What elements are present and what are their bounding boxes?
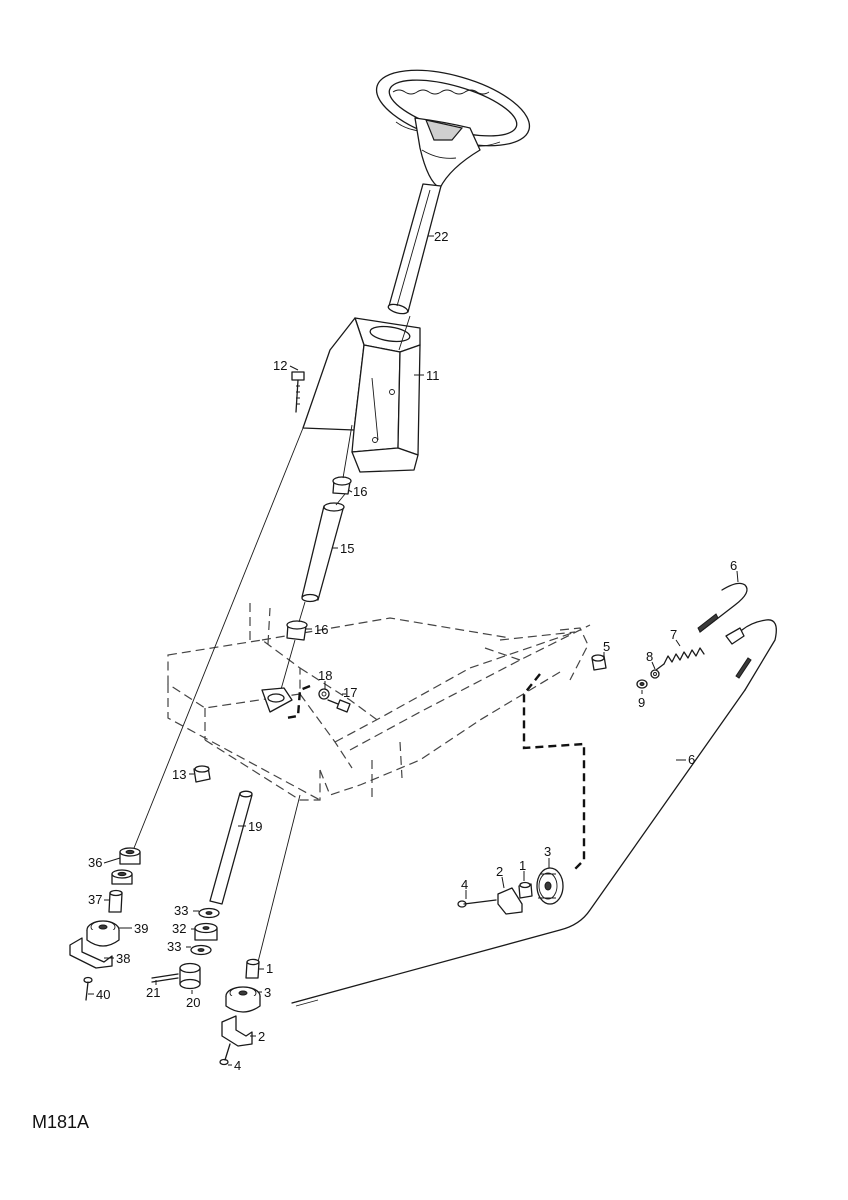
callout-20: 20 bbox=[186, 995, 200, 1010]
callout-22: 22 bbox=[434, 229, 448, 244]
tube-15 bbox=[301, 502, 345, 603]
bushing-16-upper bbox=[332, 476, 352, 495]
figure-code: M181A bbox=[32, 1112, 90, 1132]
cable-route-left bbox=[285, 684, 311, 720]
callout-19: 19 bbox=[248, 819, 262, 834]
callout-7: 7 bbox=[670, 627, 677, 642]
pulley-3-lower bbox=[225, 986, 261, 1013]
bolt-4-upper bbox=[457, 899, 497, 908]
callout-15: 15 bbox=[340, 541, 354, 556]
frame-pivot-bracket bbox=[261, 687, 293, 713]
bracket-38 bbox=[69, 937, 113, 969]
bracket-2-upper bbox=[497, 887, 523, 915]
callout-38: 38 bbox=[116, 951, 130, 966]
washer-8 bbox=[650, 669, 660, 679]
bolt-4-lower bbox=[219, 1043, 231, 1066]
callout-3-upper: 3 bbox=[544, 844, 551, 859]
callout-2-lower: 2 bbox=[258, 1029, 265, 1044]
callout-2-upper: 2 bbox=[496, 864, 503, 879]
callouts: 22 12 11 16 15 16 18 17 13 19 36 37 39 3… bbox=[88, 229, 739, 1073]
callout-1-upper: 1 bbox=[519, 858, 526, 873]
bushing-1-upper bbox=[518, 881, 533, 899]
washer-18 bbox=[318, 688, 330, 700]
callout-21: 21 bbox=[146, 985, 160, 1000]
callout-3-lower: 3 bbox=[264, 985, 271, 1000]
bolt-12 bbox=[291, 371, 305, 413]
callout-11: 11 bbox=[426, 368, 440, 383]
bolt-40 bbox=[83, 976, 93, 1001]
callout-32: 32 bbox=[172, 921, 186, 936]
callout-5: 5 bbox=[603, 639, 610, 654]
shaft-19 bbox=[209, 790, 253, 905]
nut-9 bbox=[636, 679, 648, 689]
callout-16-upper: 16 bbox=[353, 484, 367, 499]
collar-20 bbox=[179, 962, 201, 990]
callout-18: 18 bbox=[318, 668, 332, 683]
steering-wheel bbox=[375, 69, 531, 189]
mower-frame-phantom bbox=[167, 600, 591, 801]
cable-route-right bbox=[522, 673, 586, 873]
nut-5 bbox=[591, 654, 607, 671]
callout-33-lower: 33 bbox=[167, 939, 181, 954]
callout-17: 17 bbox=[343, 685, 357, 700]
pulley-39 bbox=[86, 920, 120, 947]
callout-39: 39 bbox=[134, 921, 148, 936]
callout-1-lower: 1 bbox=[266, 961, 273, 976]
spacer-32 bbox=[194, 922, 218, 941]
assembly-center-lines bbox=[129, 315, 411, 963]
callout-16-lower: 16 bbox=[314, 622, 328, 637]
steering-shaft bbox=[387, 183, 442, 315]
callout-8: 8 bbox=[646, 649, 653, 664]
throttle-cable-6 bbox=[291, 619, 777, 1007]
callout-33-upper: 33 bbox=[174, 903, 188, 918]
spring-7 bbox=[655, 647, 705, 671]
callout-36: 36 bbox=[88, 855, 102, 870]
washer-33-lower bbox=[190, 944, 212, 956]
callout-4-upper: 4 bbox=[461, 877, 468, 892]
nut-13 bbox=[193, 765, 211, 783]
callout-13: 13 bbox=[172, 767, 186, 782]
spacer-36b bbox=[111, 869, 133, 885]
console-bracket bbox=[302, 317, 421, 473]
bushing-37 bbox=[108, 889, 123, 913]
washer-33-upper bbox=[198, 907, 220, 919]
callout-6-upper: 6 bbox=[730, 558, 737, 573]
pulley-3-upper bbox=[536, 867, 564, 905]
callout-4-lower: 4 bbox=[234, 1058, 241, 1073]
callout-37: 37 bbox=[88, 892, 102, 907]
spacer-36 bbox=[119, 847, 141, 865]
callout-9: 9 bbox=[638, 695, 645, 710]
callout-12: 12 bbox=[273, 358, 287, 373]
bolt-17 bbox=[327, 699, 351, 713]
bushing-1-lower bbox=[245, 958, 260, 979]
callout-6-lower: 6 bbox=[688, 752, 695, 767]
bushing-16-lower bbox=[286, 620, 308, 641]
callout-40: 40 bbox=[96, 987, 110, 1002]
bracket-2-lower bbox=[221, 1015, 253, 1047]
cable-6-upper-end bbox=[697, 582, 748, 633]
